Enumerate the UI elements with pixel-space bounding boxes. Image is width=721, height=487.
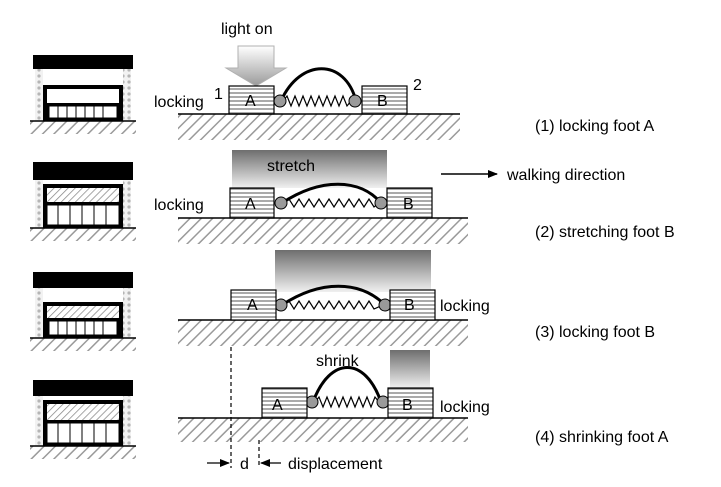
- foot-b-block: [361, 85, 408, 115]
- stretch-label: stretch: [267, 158, 315, 175]
- foot-b-label-row1: B: [377, 93, 388, 110]
- number-2-label: 2: [413, 77, 422, 94]
- shrink-label: shrink: [316, 353, 360, 370]
- step-4-illustration: [178, 350, 468, 442]
- side-view-icon-1: [30, 55, 136, 134]
- foot-b-label-row3: B: [404, 297, 415, 314]
- light-shade-shrink: [390, 350, 430, 388]
- step-2-label: (2) stretching foot B: [535, 224, 675, 241]
- locking-label-row4: locking: [440, 399, 490, 416]
- foot-a-label-row1: A: [245, 93, 256, 110]
- locking-label-row2: locking: [154, 197, 204, 214]
- locking-label-row1: locking: [154, 94, 204, 111]
- step-2-illustration: [178, 150, 498, 244]
- foot-b-label-row4: B: [402, 397, 413, 414]
- walking-direction-label: walking direction: [506, 167, 625, 184]
- d-label: d: [240, 456, 249, 473]
- displacement-label: displacement: [288, 456, 383, 473]
- light-shade-stretch: [232, 150, 387, 188]
- step-3-illustration: [178, 250, 468, 346]
- foot-a-label-row4: A: [272, 397, 283, 414]
- step-1-label: (1) locking foot A: [535, 118, 655, 135]
- step-4-label: (4) shrinking foot A: [535, 429, 669, 446]
- foot-a-block: [228, 85, 275, 115]
- step-3-label: (3) locking foot B: [535, 324, 655, 341]
- foot-a-label-row3: A: [247, 297, 258, 314]
- light-shade-lock-b: [275, 250, 431, 292]
- light-arrow-icon: [224, 45, 288, 87]
- side-view-icon-3: [30, 272, 136, 351]
- locking-label-row3: locking: [440, 298, 490, 315]
- foot-a-label-row2: A: [245, 196, 256, 213]
- number-1-label: 1: [214, 86, 223, 103]
- foot-b-label-row2: B: [403, 196, 414, 213]
- light-on-label: light on: [221, 21, 273, 38]
- displacement-indicator: [207, 347, 281, 468]
- side-view-icon-4: [30, 380, 136, 459]
- step-1-illustration: [178, 45, 460, 140]
- side-view-icon-2: [30, 162, 136, 241]
